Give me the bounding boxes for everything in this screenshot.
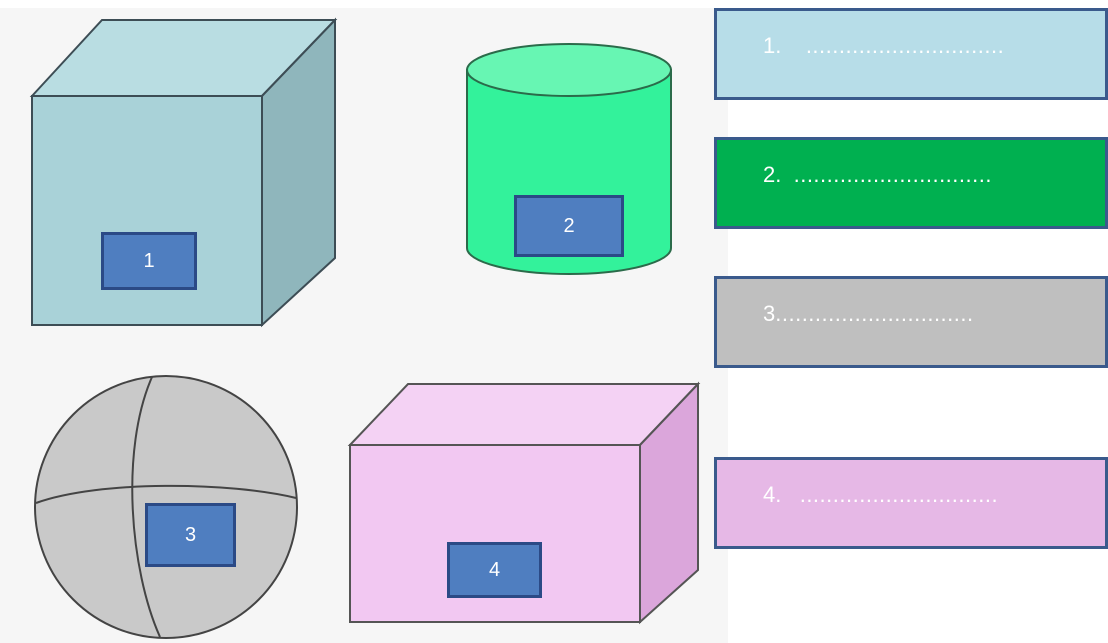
sphere-equator	[35, 484, 297, 504]
answer-number: 3	[763, 301, 776, 326]
answer-box-3[interactable]: 3..............................	[714, 276, 1108, 368]
answer-box-2[interactable]: 2. ..............................	[714, 137, 1108, 229]
answer-number: 4.	[763, 482, 782, 507]
answer-box-1[interactable]: 1. ..............................	[714, 8, 1108, 100]
shape-label-2: 2	[514, 195, 624, 257]
answer-box-4[interactable]: 4. ..............................	[714, 457, 1108, 549]
shape-label-4: 4	[447, 542, 542, 598]
cuboid-top-face	[347, 383, 701, 446]
cylinder-top	[466, 43, 672, 97]
sphere-meridian	[131, 376, 161, 638]
cube-front-face	[31, 95, 263, 326]
answer-blank: ..............................	[775, 301, 974, 326]
answer-blank: ..............................	[805, 33, 1005, 58]
answer-number: 1.	[763, 33, 782, 58]
answer-blank: ..............................	[793, 162, 992, 187]
shape-label-3: 3	[145, 503, 236, 567]
shape-label-1: 1	[101, 232, 197, 290]
answer-blank: ..............................	[799, 482, 999, 507]
shapes-figure	[29, 17, 701, 639]
answer-number: 2.	[763, 162, 782, 187]
